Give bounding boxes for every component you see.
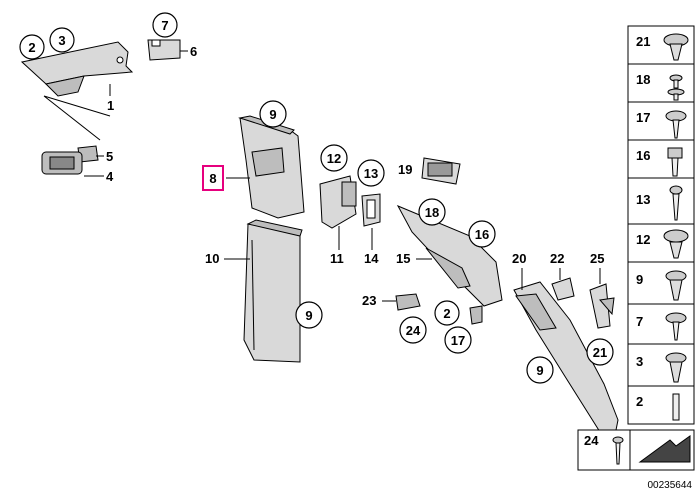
callout-14: 14	[364, 251, 379, 266]
fastener-legend: 21 18 17 16 13 12 9 7 3 2	[627, 25, 695, 425]
screw-13-icon	[669, 185, 683, 221]
doc-number: 00235644	[648, 480, 693, 491]
callout-21-rear: 21	[586, 338, 614, 366]
highlight-box	[202, 165, 224, 191]
legend-item-21: 21	[636, 34, 650, 49]
part-19-cover	[421, 157, 461, 185]
callout-9-rear: 9	[526, 356, 554, 384]
callout-7-top: 7	[152, 12, 178, 38]
svg-text:7: 7	[161, 18, 168, 33]
legend-item-17: 17	[636, 110, 650, 125]
part-14-cover	[361, 193, 381, 227]
svg-text:2: 2	[28, 40, 35, 55]
svg-text:12: 12	[327, 151, 341, 166]
legend-item-16: 16	[636, 148, 650, 163]
legend-item-12: 12	[636, 232, 650, 247]
legend-item-2: 2	[636, 394, 643, 409]
callout-2-top: 2	[19, 34, 45, 60]
screw-24-icon	[612, 436, 624, 465]
part-6-clip	[147, 39, 181, 61]
svg-text:9: 9	[269, 107, 276, 122]
callout-1: 1	[107, 98, 114, 113]
callout-13: 13	[357, 159, 385, 187]
callout-12: 12	[320, 144, 348, 172]
legend-item-7: 7	[636, 314, 643, 329]
callout-24-mid: 24	[399, 316, 427, 344]
legend-item-3: 3	[636, 354, 643, 369]
screw-18-icon	[667, 74, 685, 101]
callout-6: 6	[190, 44, 197, 59]
part-10-pillar-trim-lower	[243, 219, 303, 363]
bolt-16-icon	[667, 147, 683, 177]
part-1-trim-panel	[20, 41, 134, 97]
svg-text:9: 9	[536, 363, 543, 378]
callout-5: 5	[106, 149, 113, 164]
svg-text:9: 9	[305, 308, 312, 323]
callout-23: 23	[362, 293, 376, 308]
screw-17-icon	[665, 110, 687, 139]
callout-2-mid: 2	[434, 300, 460, 326]
svg-text:24: 24	[406, 323, 421, 338]
legend-item-13: 13	[636, 192, 650, 207]
callout-25: 25	[590, 251, 604, 266]
callout-9-upper: 9	[259, 100, 287, 128]
part-22-clip	[551, 277, 575, 301]
clip-12-icon	[663, 229, 689, 259]
part-2-clip-mid	[469, 305, 483, 325]
screw-7-icon	[665, 312, 687, 341]
callout-18: 18	[418, 198, 446, 226]
rivet-9-icon	[665, 270, 687, 301]
legend-extra: 24	[577, 429, 695, 471]
callout-20: 20	[512, 251, 526, 266]
callout-8[interactable]: 8	[209, 171, 216, 186]
pin-2-icon	[672, 393, 680, 421]
callout-11: 11	[330, 251, 344, 266]
svg-text:21: 21	[593, 345, 607, 360]
rivet-3-icon	[665, 352, 687, 383]
svg-text:18: 18	[425, 205, 439, 220]
part-23-clip	[395, 293, 421, 311]
callout-9-lower: 9	[295, 301, 323, 329]
direction-arrow-icon	[638, 435, 691, 463]
svg-text:17: 17	[451, 333, 465, 348]
callout-15: 15	[396, 251, 410, 266]
legend-item-9: 9	[636, 272, 643, 287]
callout-4: 4	[106, 169, 114, 184]
part-4-cover	[41, 151, 83, 175]
svg-text:3: 3	[58, 33, 65, 48]
svg-text:16: 16	[475, 227, 489, 242]
callout-22: 22	[550, 251, 564, 266]
part-25-bracket	[589, 283, 615, 329]
rivet-21-icon	[663, 33, 689, 61]
part-15-c-pillar-trim	[396, 204, 503, 307]
legend-item-24: 24	[584, 433, 599, 448]
part-8-pillar-trim-upper	[238, 115, 305, 219]
legend-item-18: 18	[636, 72, 650, 87]
callout-3-top: 3	[49, 27, 75, 53]
callout-10: 10	[205, 251, 219, 266]
callout-17-mid: 17	[444, 326, 472, 354]
part-11-belt-guide	[319, 175, 357, 229]
svg-text:13: 13	[364, 166, 378, 181]
callout-16: 16	[468, 220, 496, 248]
svg-text:2: 2	[443, 306, 450, 321]
callout-19: 19	[398, 162, 412, 177]
